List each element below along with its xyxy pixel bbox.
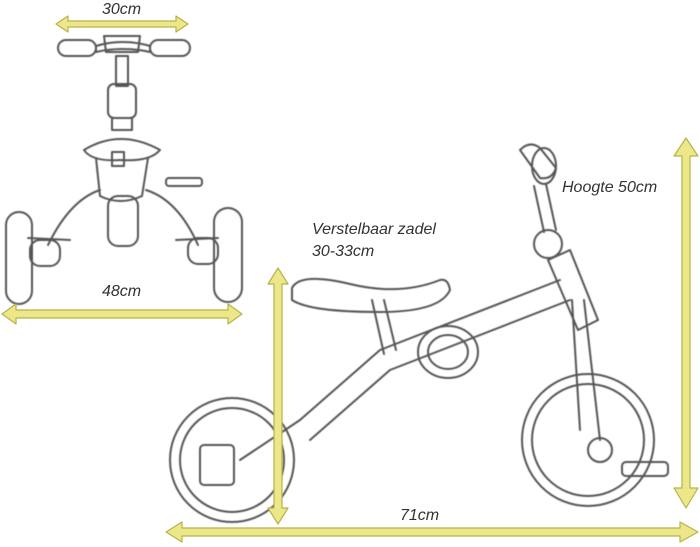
front-right-arm xyxy=(145,189,199,246)
front-rear-wheel-right xyxy=(213,207,243,303)
label-length: 71cm xyxy=(400,507,440,524)
label-height: Hoogte 50cm xyxy=(562,179,658,196)
front-right-grip xyxy=(149,39,191,57)
side-rear-pedal-block xyxy=(199,444,235,486)
side-front-hub xyxy=(587,437,613,463)
side-stem-right xyxy=(545,183,557,231)
arrow-saddle-height xyxy=(267,267,289,525)
front-headset xyxy=(107,83,137,119)
front-emblem xyxy=(111,151,125,167)
front-seat xyxy=(83,138,161,162)
side-frame-joint xyxy=(417,325,479,379)
side-fork-left xyxy=(571,299,581,431)
label-top-width: 30cm xyxy=(102,1,142,18)
dimension-arrows xyxy=(1,15,699,543)
arrow-top-width xyxy=(55,15,189,33)
side-seat xyxy=(291,277,451,313)
side-grip xyxy=(531,147,557,185)
side-seat-post-2 xyxy=(383,299,397,351)
side-frame-joint-inner xyxy=(427,334,469,370)
front-wheel xyxy=(107,195,139,247)
arrow-bike-length xyxy=(165,521,699,543)
label-front-width: 48cm xyxy=(102,283,142,300)
side-rear-wheel-inner xyxy=(179,407,285,513)
front-stem-clamp xyxy=(103,35,141,53)
label-saddle-line2: 30-33cm xyxy=(312,243,375,260)
side-headset-ring xyxy=(533,229,563,259)
side-head-tube xyxy=(547,249,599,331)
side-rear-wheel xyxy=(169,397,295,523)
side-front-wheel-inner xyxy=(531,383,645,497)
label-saddle-line1: Verstelbaar zadel xyxy=(312,221,436,238)
front-pedal xyxy=(165,177,203,187)
side-stem-left xyxy=(533,185,545,233)
front-left-grip xyxy=(57,39,97,57)
side-rear-stay xyxy=(239,419,301,461)
front-frame-body xyxy=(95,157,149,202)
front-right-hub xyxy=(187,237,219,265)
front-view-bike xyxy=(5,35,243,305)
front-rear-wheel-left xyxy=(5,211,33,305)
front-left-hub xyxy=(29,239,61,267)
side-seat-post xyxy=(371,299,385,355)
side-view-bike xyxy=(169,143,669,523)
side-pedal xyxy=(621,461,669,477)
side-fork-right xyxy=(583,299,601,441)
side-frame-down-tube xyxy=(299,279,561,421)
front-fork-crown xyxy=(111,117,133,131)
front-handlebar xyxy=(95,41,151,53)
front-left-arm xyxy=(47,189,101,246)
arrow-front-width xyxy=(1,303,243,325)
side-frame-lower xyxy=(309,299,571,441)
front-stem xyxy=(115,55,129,87)
side-front-wheel xyxy=(521,373,655,507)
arrow-bike-height xyxy=(673,137,699,509)
